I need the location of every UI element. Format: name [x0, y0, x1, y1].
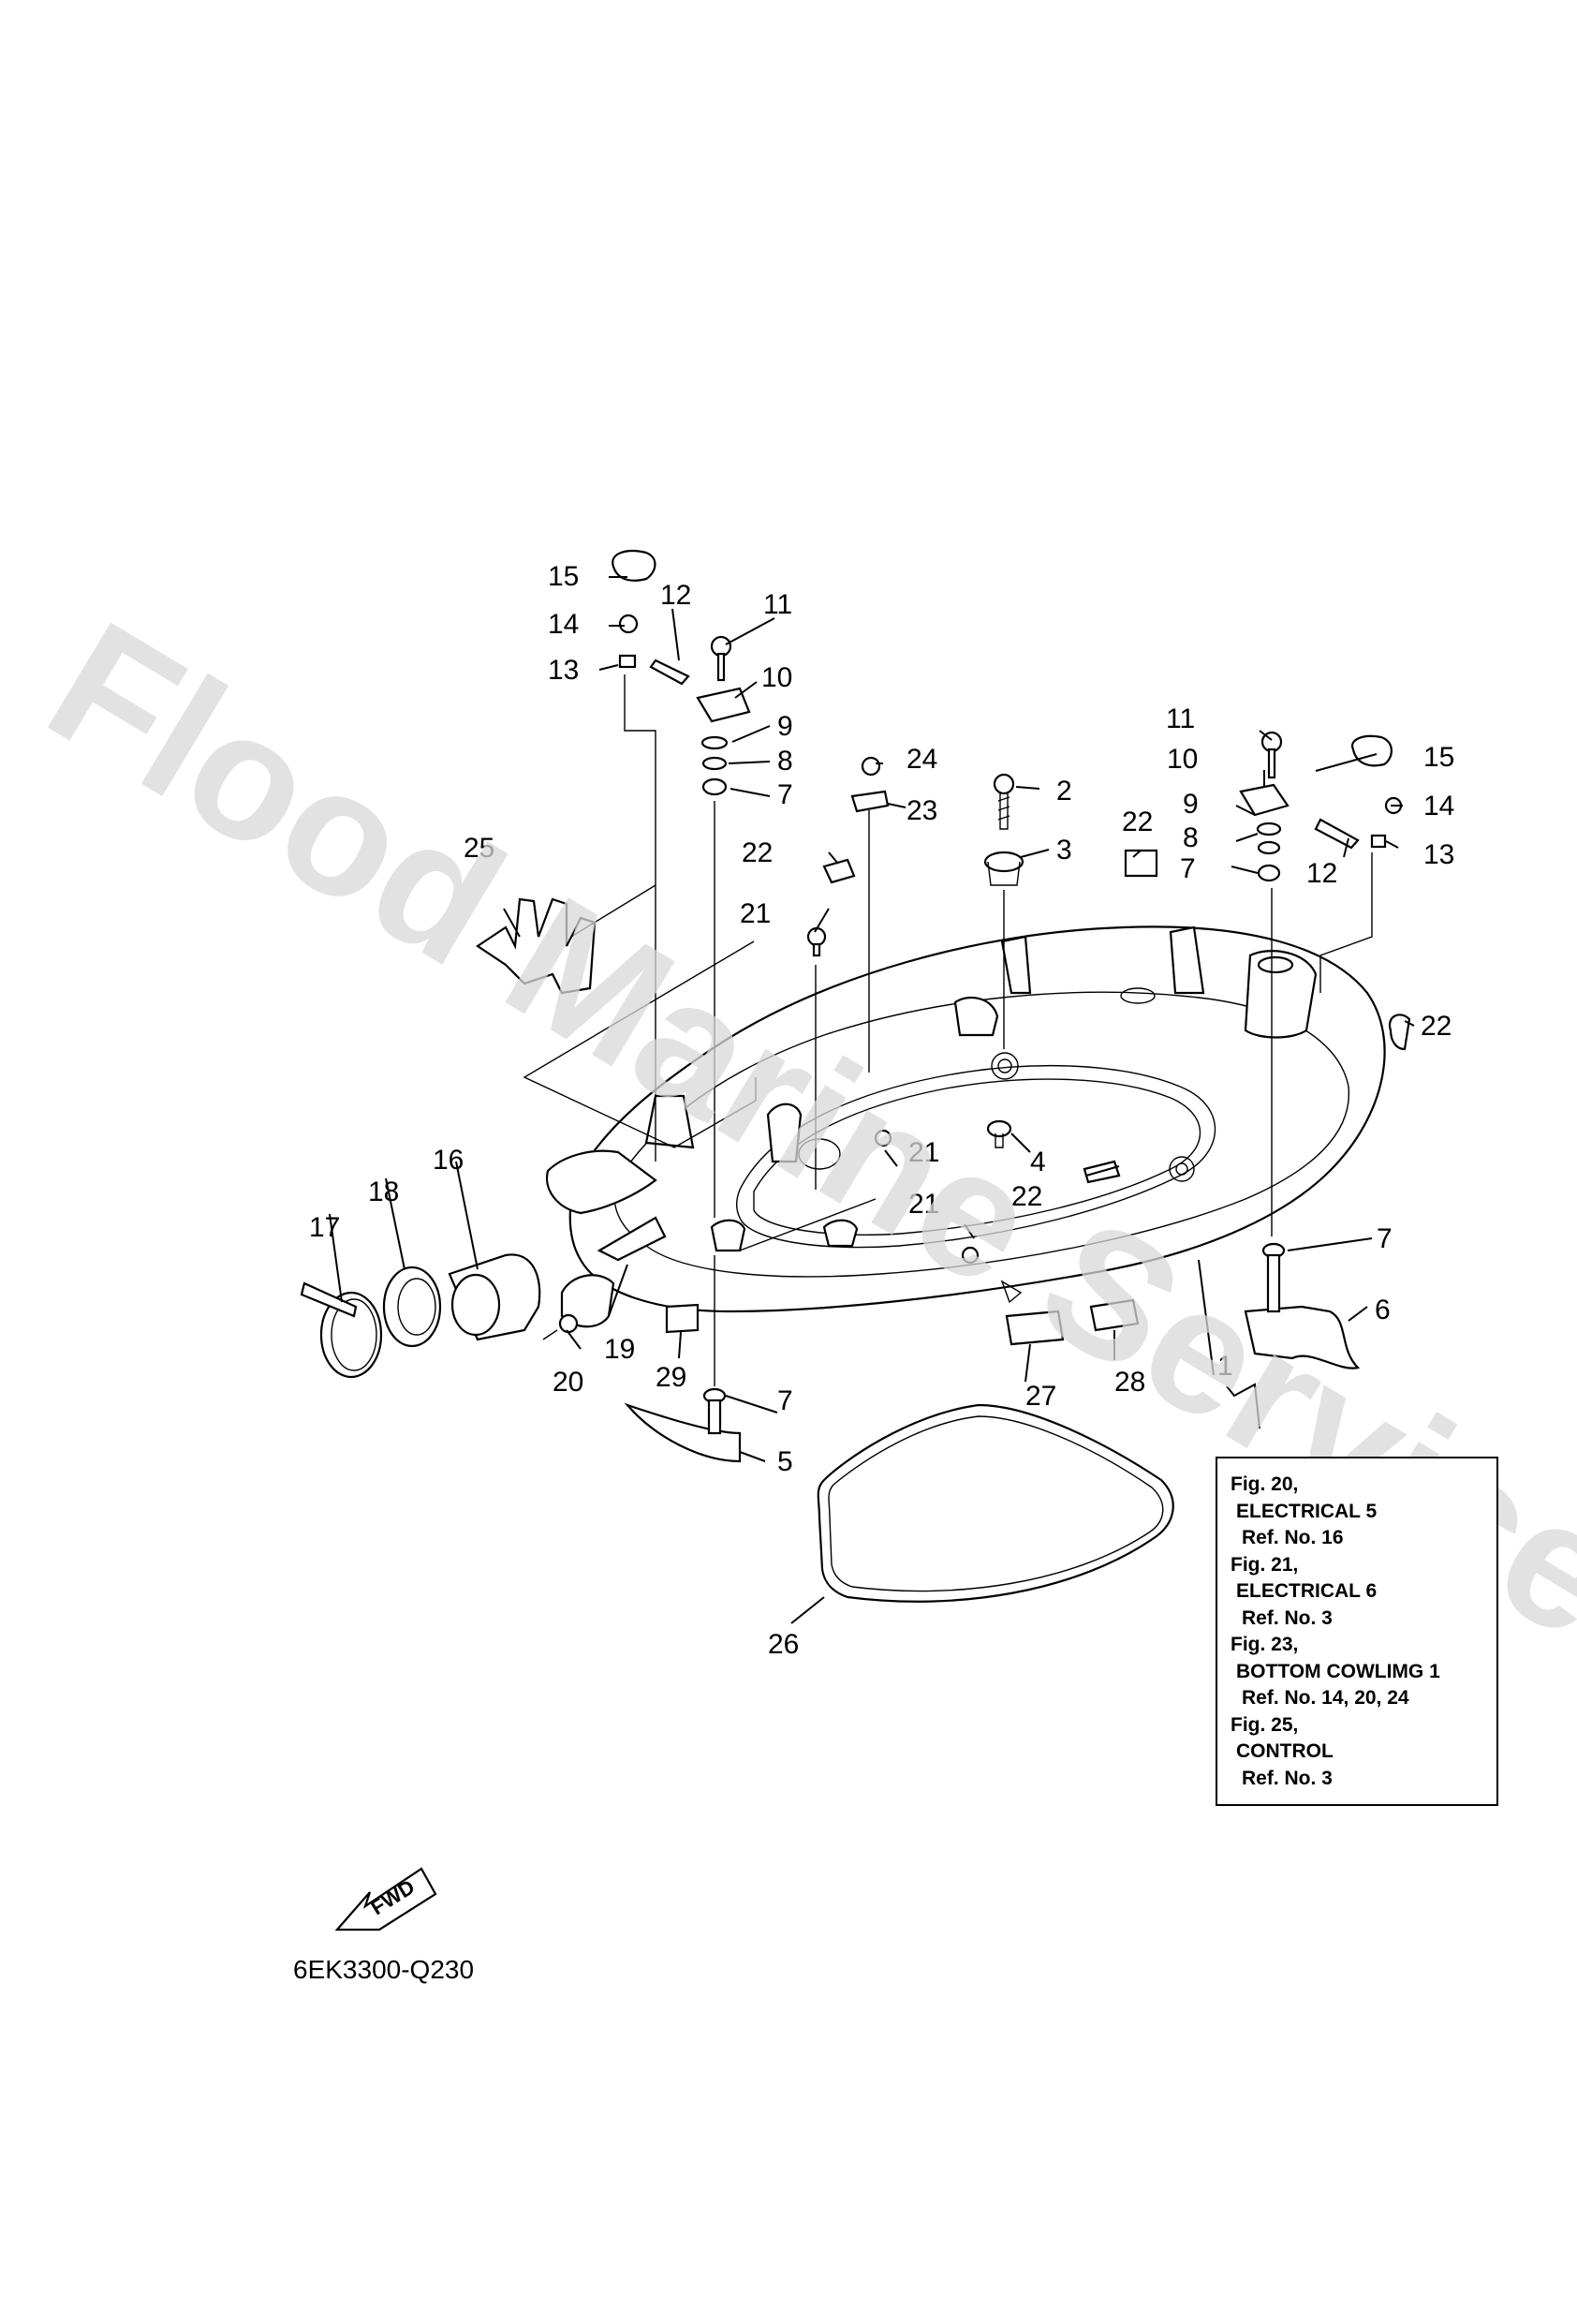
callout-9a: 9 — [777, 711, 793, 742]
callout-17: 17 — [309, 1212, 340, 1243]
callout-8a: 8 — [777, 746, 793, 777]
callout-2: 2 — [1056, 776, 1072, 807]
callout-1: 1 — [1217, 1351, 1233, 1382]
callout-9b: 9 — [1183, 789, 1199, 820]
callout-7c: 7 — [1377, 1223, 1393, 1254]
callout-8b: 8 — [1183, 822, 1199, 853]
ref-line: Ref. No. 3 — [1242, 1606, 1333, 1629]
ref-line: Ref. No. 16 — [1242, 1527, 1344, 1548]
callout-6: 6 — [1375, 1295, 1391, 1325]
callout-19: 19 — [604, 1334, 635, 1365]
stickers — [665, 1298, 1140, 1346]
callout-10a: 10 — [761, 662, 792, 693]
ref-line: Ref. No. 14, 20, 24 — [1242, 1687, 1409, 1709]
callout-15b: 15 — [1423, 742, 1454, 773]
callout-numbers: 1 2 3 4 5 6 7 7 7 7 8 8 9 9 10 10 11 11 … — [309, 561, 1454, 1660]
gasket-26 — [817, 1403, 1174, 1603]
callout-15a: 15 — [548, 561, 579, 592]
ref-line: Fig. 23, — [1231, 1634, 1299, 1655]
callout-22d: 22 — [1011, 1181, 1042, 1212]
part-25-bracket — [476, 884, 656, 995]
callout-13b: 13 — [1423, 839, 1454, 870]
callout-21c: 21 — [908, 1189, 939, 1220]
callout-16: 16 — [433, 1145, 464, 1176]
ref-line: Fig. 21, — [1231, 1553, 1299, 1576]
ref-line: ELECTRICAL 6 — [1236, 1580, 1378, 1602]
callout-12b: 12 — [1306, 858, 1337, 889]
callout-11b: 11 — [1166, 703, 1195, 734]
callout-5: 5 — [777, 1446, 793, 1477]
callout-7b: 7 — [1180, 853, 1196, 884]
callout-23: 23 — [906, 795, 937, 826]
callout-14b: 14 — [1423, 791, 1454, 822]
callout-4: 4 — [1030, 1147, 1046, 1177]
fasteners-right — [1239, 731, 1403, 882]
callout-25: 25 — [464, 833, 494, 864]
callout-7d: 7 — [777, 1385, 793, 1416]
callout-18: 18 — [368, 1177, 399, 1207]
connector-group — [300, 1216, 667, 1379]
callout-27: 27 — [1025, 1381, 1056, 1412]
callout-21b: 21 — [908, 1137, 939, 1168]
ref-line: Ref. No. 3 — [1242, 1767, 1333, 1789]
fasteners-center — [806, 756, 1411, 1265]
callout-7a: 7 — [777, 779, 793, 810]
callout-12a: 12 — [660, 580, 691, 611]
callout-28: 28 — [1114, 1367, 1145, 1398]
callout-11a: 11 — [763, 589, 792, 620]
ref-line: Fig. 20, — [1231, 1473, 1299, 1495]
callout-20: 20 — [553, 1367, 583, 1398]
parts-5-6-7 — [624, 1242, 1361, 1463]
callout-24: 24 — [906, 744, 937, 775]
ref-line: CONTROL — [1236, 1740, 1334, 1762]
callout-22c: 22 — [1421, 1011, 1452, 1042]
drawing-code: 6EK3300-Q230 — [293, 1955, 475, 1984]
bottom-cowling — [545, 925, 1386, 1313]
callout-22a: 22 — [742, 837, 773, 868]
leader-lines — [329, 576, 1415, 1624]
ref-line: BOTTOM COWLIMG 1 — [1236, 1660, 1440, 1682]
callout-22b: 22 — [1122, 807, 1153, 837]
callout-26: 26 — [768, 1629, 799, 1660]
callout-14a: 14 — [548, 609, 579, 640]
reference-box: Fig. 20, ELECTRICAL 5 Ref. No. 16 Fig. 2… — [1216, 1457, 1498, 1806]
callout-21a: 21 — [740, 898, 771, 929]
ref-line: ELECTRICAL 5 — [1236, 1500, 1378, 1522]
callout-29: 29 — [656, 1362, 686, 1393]
callout-13a: 13 — [548, 655, 579, 686]
callout-3: 3 — [1056, 835, 1072, 866]
callout-10b: 10 — [1167, 744, 1198, 775]
fwd-arrow: FWD — [334, 1867, 437, 1932]
ref-line: Fig. 25, — [1231, 1713, 1299, 1736]
